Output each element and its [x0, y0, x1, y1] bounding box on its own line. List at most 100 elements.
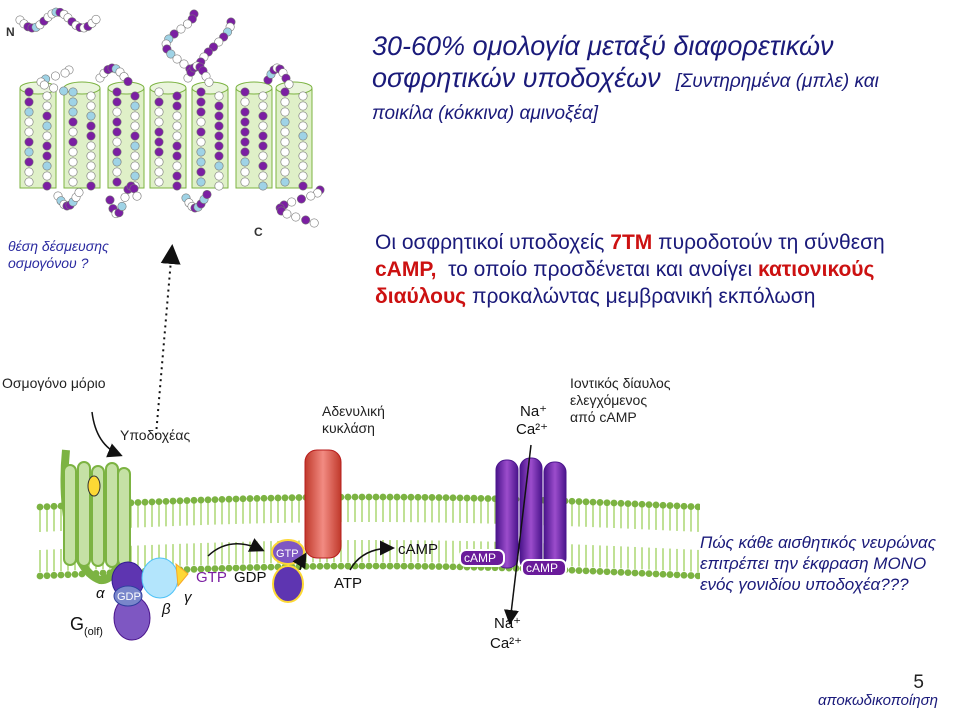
amino-acid-bead: [240, 147, 250, 157]
ca-top-label: Ca²⁺: [516, 421, 548, 438]
amino-acid-bead: [196, 167, 206, 177]
title-line-3: ποικίλα (κόκκινα) αμινοξέα]: [372, 103, 598, 124]
claim-part-8: προκαλώντας μεμβρανική εκπόλωση: [471, 285, 816, 308]
amino-acid-bead: [154, 157, 164, 167]
amino-acid-bead: [86, 111, 96, 121]
amino-acid-bead: [214, 91, 224, 101]
binding-site-label: θέση δέσμευσης οσμογόνου ?: [8, 238, 109, 272]
amino-acid-bead: [298, 131, 308, 141]
amino-acid-bead: [105, 195, 115, 205]
amino-acid-bead: [112, 97, 122, 107]
amino-acid-bead: [258, 151, 268, 161]
golf-label: G(olf): [70, 614, 103, 638]
odorant-label: Οσμογόνο μόριο: [2, 375, 106, 391]
amino-acid-bead: [196, 137, 206, 147]
amino-acid-bead: [24, 117, 34, 127]
claim-part-1: Οι οσφρητικοί υποδοχείς: [375, 231, 605, 254]
amino-acid-bead: [86, 171, 96, 181]
channel-label-2: ελεγχόμενος: [570, 392, 647, 408]
atp-to-camp-arrow: [349, 540, 395, 571]
claim-part-5: το οποίο προσδένεται και ανοίγει: [448, 258, 753, 281]
amino-acid-bead: [172, 141, 182, 151]
amino-acid-bead: [86, 131, 96, 141]
amino-acid-bead: [214, 121, 224, 131]
amino-acid-bead: [24, 107, 34, 117]
amino-acid-bead: [86, 121, 96, 131]
amino-acid-bead: [214, 161, 224, 171]
amino-acid-bead: [196, 97, 206, 107]
signaling-statement: Οι οσφρητικοί υποδοχείς 7TM πυροδοτούν τ…: [375, 229, 960, 310]
amino-acid-bead: [298, 171, 308, 181]
amino-acid-bead: [68, 167, 78, 177]
amino-acid-bead: [42, 171, 52, 181]
amino-acid-bead: [172, 181, 182, 191]
na-top-label: Na⁺: [520, 403, 547, 420]
amino-acid-bead: [112, 107, 122, 117]
odorant-molecule: [87, 475, 101, 497]
activated-g-alpha: GTP: [271, 539, 305, 603]
cng-channel: [459, 457, 567, 577]
claim-channels: διαύλους: [375, 285, 467, 308]
amino-acid-bead: [130, 161, 140, 171]
amino-acid-bead: [42, 161, 52, 171]
amino-acid-bead: [112, 127, 122, 137]
amino-acid-bead: [291, 212, 301, 222]
transmembrane-helices: [19, 81, 313, 189]
amino-acid-bead: [240, 87, 250, 97]
amino-acid-bead: [298, 161, 308, 171]
amino-acid-bead: [282, 209, 292, 219]
amino-acid-bead: [154, 147, 164, 157]
amino-acid-bead: [258, 171, 268, 181]
title-line-2: οσφρητικών υποδοχέων [Συντηρημένα (μπλε)…: [372, 62, 952, 98]
amino-acid-bead: [24, 157, 34, 167]
amino-acid-bead: [166, 49, 176, 59]
amino-acid-bead: [280, 147, 290, 157]
golf-label-main: G: [70, 614, 84, 634]
amino-acid-bead: [68, 97, 78, 107]
receptor-label: Υποδοχέας: [120, 427, 190, 443]
amino-acid-bead: [112, 87, 122, 97]
amino-acid-bead: [176, 24, 186, 34]
amino-acid-bead: [214, 181, 224, 191]
amino-acid-bead: [298, 91, 308, 101]
amino-acid-bead: [49, 83, 59, 93]
olfactory-receptor: [60, 449, 131, 584]
amino-acid-bead: [284, 79, 294, 89]
receptor-topology-diagram: N C: [6, 7, 325, 239]
amino-acid-bead: [240, 167, 250, 177]
amino-acid-bead: [172, 151, 182, 161]
amino-acid-bead: [214, 101, 224, 111]
question-line-3: ενός γονιδίου υποδοχέα???: [700, 575, 909, 594]
amino-acid-bead: [86, 101, 96, 111]
title-line-2-sub: [Συντηρημένα (μπλε) και: [675, 71, 879, 92]
amino-acid-bead: [117, 201, 127, 211]
amino-acid-bead: [86, 91, 96, 101]
amino-acid-bead: [296, 194, 306, 204]
g-protein: GDP: [111, 557, 189, 641]
amino-acid-bead: [130, 131, 140, 141]
claim-7tm: 7TM: [610, 231, 653, 254]
golf-label-sub: (olf): [84, 626, 103, 638]
amino-acid-bead: [196, 117, 206, 127]
title-line-1: 30-60% ομολογία μεταξύ διαφορετικών: [372, 31, 834, 61]
amino-acid-bead: [42, 121, 52, 131]
amino-acid-bead: [214, 151, 224, 161]
amino-acid-bead: [154, 127, 164, 137]
exchange-arrow: [207, 538, 265, 557]
amino-acid-bead: [123, 77, 133, 87]
amino-acid-bead: [112, 177, 122, 187]
ion-flow-arrow: [503, 444, 532, 625]
amino-acid-bead: [42, 111, 52, 121]
amino-acid-bead: [130, 91, 140, 101]
amino-acid-bead: [280, 117, 290, 127]
amino-acid-bead: [280, 127, 290, 137]
amino-acid-bead: [42, 141, 52, 151]
amino-acid-bead: [60, 68, 70, 78]
amino-acid-bead: [50, 71, 60, 81]
amino-acid-bead: [24, 137, 34, 147]
amino-acid-bead: [42, 131, 52, 141]
c-terminal-label: C: [254, 225, 263, 239]
amino-acid-bead: [196, 87, 206, 97]
adenylyl-label-2: κυκλάση: [322, 420, 375, 436]
amino-acid-bead: [280, 177, 290, 187]
